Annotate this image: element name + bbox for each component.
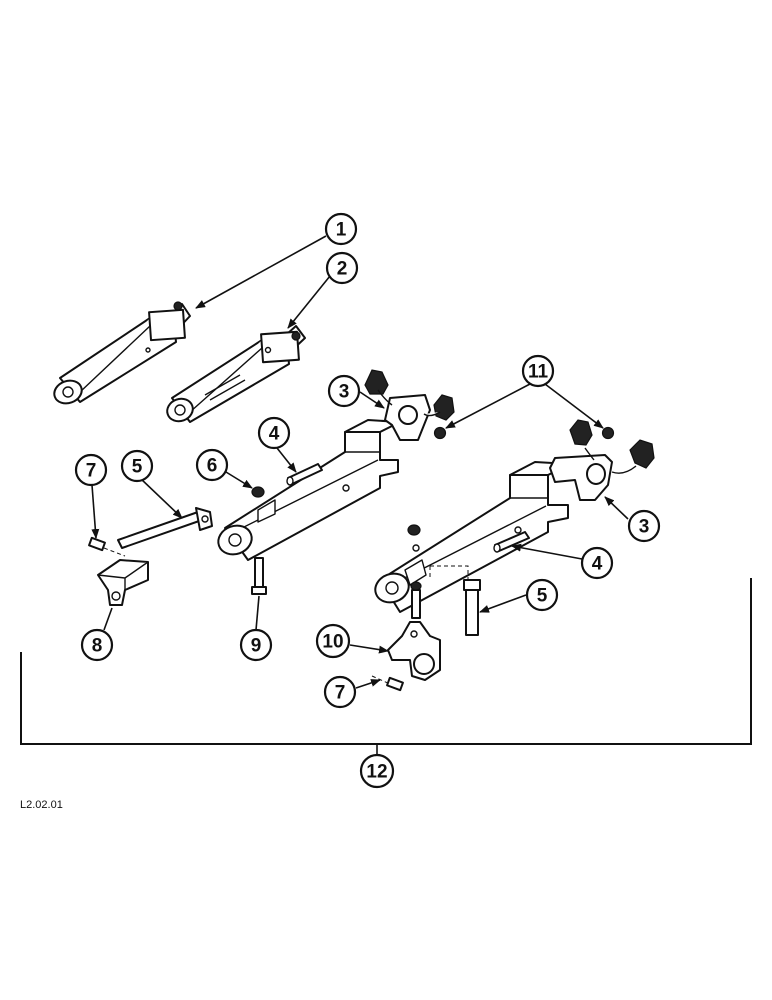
callout-10: 10 (315, 623, 351, 659)
callout-5-right: 5 (525, 578, 559, 612)
callout-2: 2 (325, 251, 359, 285)
lower-link-left-large (217, 419, 401, 561)
pin-right-part-5 (429, 565, 481, 636)
callout-12-label: 12 (366, 762, 387, 783)
bracket-part-8 (97, 559, 149, 606)
callout-3-right: 3 (627, 509, 661, 543)
callout-1-label: 1 (336, 220, 347, 241)
callout-8-label: 8 (92, 636, 103, 657)
callout-4-right-label: 4 (592, 554, 603, 575)
hook-right-part-3 (549, 419, 655, 501)
bolt-right-part-7 (371, 675, 404, 692)
callout-7-right-label: 7 (335, 683, 346, 704)
assembly-bracket-12 (20, 578, 752, 756)
callout-7-left: 7 (74, 453, 108, 487)
bolt-right-link (410, 581, 422, 619)
callout-11: 11 (521, 354, 555, 388)
callout-2-label: 2 (337, 259, 348, 280)
pin-right-part-4 (493, 531, 530, 553)
nut-right-part-11 (601, 426, 615, 440)
callout-4-left-label: 4 (269, 424, 280, 445)
callout-3-left: 3 (327, 374, 361, 408)
bolt-left-part-7 (88, 536, 126, 557)
callout-5-right-label: 5 (537, 586, 548, 607)
callout-7-left-label: 7 (86, 461, 97, 482)
nut-right-link (407, 524, 421, 536)
leader-lines (91, 235, 629, 689)
callout-9: 9 (239, 628, 273, 662)
lower-link-part-2 (166, 325, 306, 423)
callout-4-left: 4 (257, 416, 291, 450)
callout-5-left: 5 (120, 449, 154, 483)
pin-left-part-5 (117, 507, 213, 549)
callout-5-left-label: 5 (132, 457, 143, 478)
callout-8: 8 (80, 628, 114, 662)
callout-1: 1 (324, 212, 358, 246)
lower-link-part-1 (53, 301, 191, 405)
drawing-reference: L2.02.01 (20, 799, 63, 811)
lower-link-right-large (374, 461, 571, 613)
callout-6-label: 6 (207, 456, 218, 477)
callout-4-right: 4 (580, 546, 614, 580)
hook-left-part-3 (364, 369, 455, 441)
callout-6: 6 (195, 448, 229, 482)
nut-part-6 (251, 486, 265, 498)
callout-7-right: 7 (323, 675, 357, 709)
bracket-part-10 (387, 621, 441, 681)
callout-10-label: 10 (322, 632, 343, 653)
callout-9-label: 9 (251, 636, 262, 657)
bolt-part-9 (251, 557, 267, 595)
callout-3-left-label: 3 (339, 382, 350, 403)
nut-left-part-11 (433, 426, 447, 440)
callout-3-right-label: 3 (639, 517, 650, 538)
pin-left-part-4 (286, 463, 323, 486)
callout-12: 12 (359, 753, 395, 789)
callout-11-label: 11 (528, 362, 549, 383)
